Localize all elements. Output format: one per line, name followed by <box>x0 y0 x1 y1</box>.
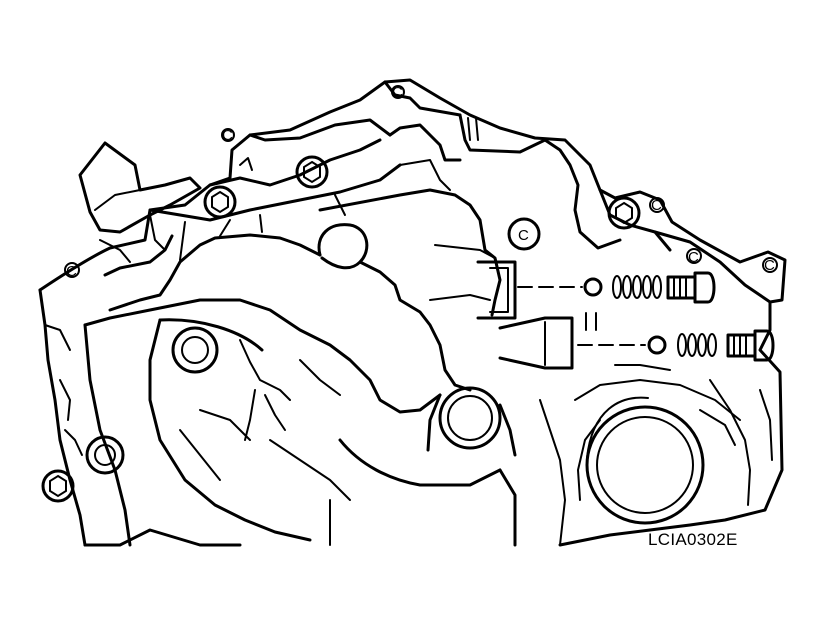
cast-mark: C <box>66 263 77 280</box>
cast-mark: C <box>392 84 403 101</box>
spring-coil <box>642 275 652 299</box>
mounting-bosses <box>64 85 778 278</box>
transaxle-case-outline <box>38 78 787 547</box>
bolts <box>41 155 641 503</box>
spring-coil <box>632 275 642 299</box>
spring-coil <box>612 275 622 299</box>
spring-coil <box>677 333 687 357</box>
o-ring <box>647 335 667 355</box>
spring-coil <box>697 333 707 357</box>
cast-mark: C <box>222 127 233 144</box>
lower-left-boss <box>44 324 125 475</box>
figure-code-label: LCIA0302E <box>648 530 738 549</box>
bolt-head <box>203 185 237 219</box>
differential-bore <box>574 364 773 525</box>
spring-coil <box>652 275 662 299</box>
bell-housing <box>83 298 442 547</box>
central-housing <box>108 159 502 392</box>
dowel-hole <box>171 326 219 374</box>
plug-assembly-upper <box>517 271 716 304</box>
sensor-connector <box>78 141 202 251</box>
plug-bolt <box>666 271 716 304</box>
cast-mark: C <box>651 197 662 214</box>
spring-coil <box>707 333 717 357</box>
plug-bores <box>476 260 597 370</box>
spring-coil <box>687 333 697 357</box>
spring-coil <box>622 275 632 299</box>
cast-mark: C <box>518 227 529 244</box>
cast-mark: C <box>688 249 699 266</box>
upper-flange-ribs <box>99 80 772 304</box>
o-ring <box>583 277 603 297</box>
input-shaft-boss <box>329 386 566 547</box>
bolt-head <box>607 196 641 230</box>
plug-bolt <box>726 329 775 362</box>
bolt-head <box>295 155 329 189</box>
bolt-head <box>41 469 75 503</box>
cast-marks: C C C C C C C <box>66 84 775 280</box>
plug-assembly-lower <box>577 329 775 362</box>
cast-mark: C <box>764 257 775 274</box>
